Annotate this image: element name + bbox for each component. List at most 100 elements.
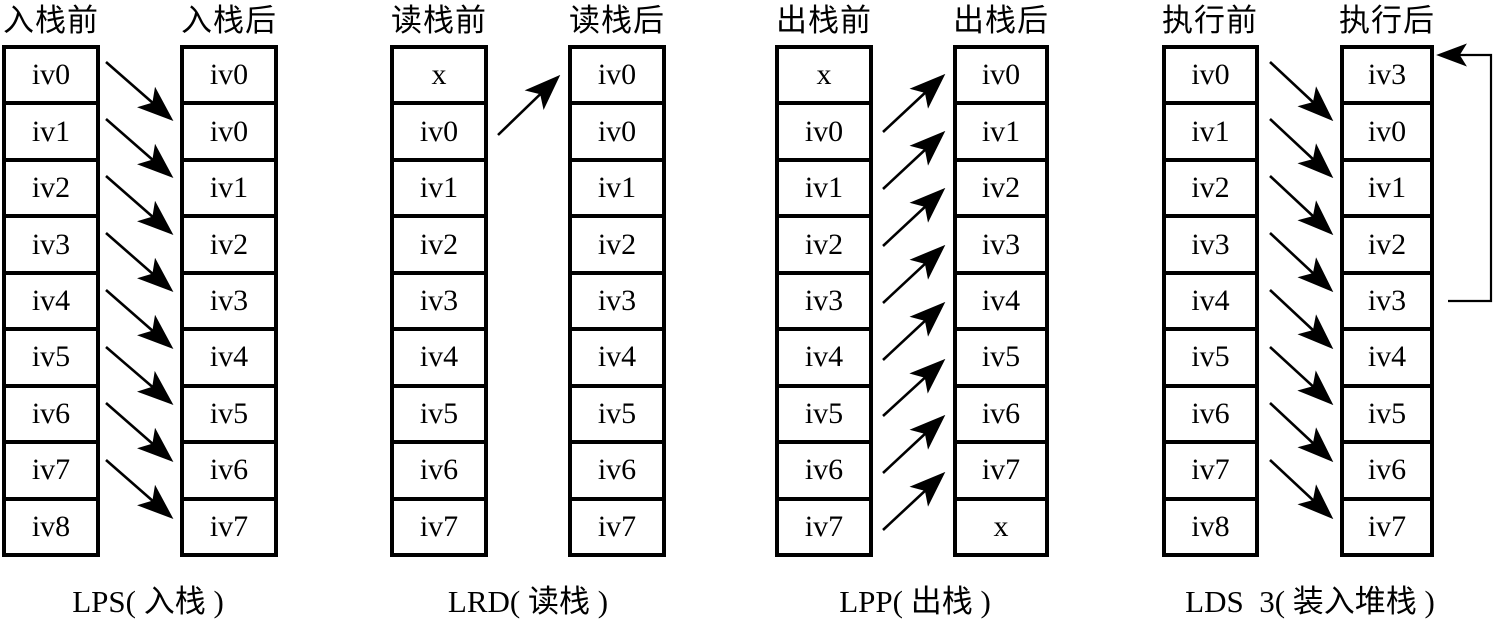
stack-cell: iv6: [1344, 444, 1430, 501]
load-arrow: [1269, 459, 1334, 520]
stack-cell: iv7: [6, 444, 96, 501]
stack-cell: iv4: [184, 331, 274, 388]
pop-arrow: [882, 358, 946, 417]
header-load-after: 执行后: [1339, 3, 1435, 38]
stack-cell: iv4: [6, 275, 96, 332]
load-arrow: [1269, 118, 1334, 179]
header-read-before: 读栈前: [391, 3, 487, 38]
stack-cell: iv5: [394, 388, 484, 445]
stack-cell: iv5: [1344, 388, 1430, 445]
stack-cell: iv2: [572, 218, 662, 275]
stack-cell: iv2: [6, 162, 96, 219]
pop-arrow: [882, 471, 946, 531]
stack-cell: iv2: [1344, 218, 1430, 275]
stack-column-pop-before: x iv0 iv1 iv2 iv3 iv4 iv5 iv6 iv7: [775, 45, 873, 557]
stack-cell: iv4: [1166, 275, 1255, 332]
stack-cell: iv5: [184, 388, 274, 445]
stack-cell: iv4: [779, 331, 869, 388]
stack-cell: iv7: [1367, 509, 1407, 543]
pop-arrow: [882, 244, 946, 304]
caption-push: LPS( 入栈 ): [72, 584, 224, 619]
stack-cell: iv2: [779, 218, 869, 275]
stack-cell: iv0: [572, 49, 662, 106]
push-arrow: [105, 459, 174, 519]
stack-cell: iv0: [572, 105, 662, 162]
stack-cell: iv2: [394, 218, 484, 275]
pop-arrow: [882, 414, 946, 474]
header-push-after: 入栈后: [181, 3, 277, 38]
stack-cell: iv3: [394, 275, 484, 332]
pop-arrow: [882, 73, 946, 133]
stack-cell: iv0: [1344, 105, 1430, 162]
stack-cell: x: [779, 49, 869, 106]
caption-read: LRD( 读栈 ): [447, 584, 609, 619]
stack-column-push-after: iv0 iv0 iv1 iv2 iv3 iv4 iv5 iv6 iv7: [180, 45, 278, 557]
stack-cell: iv3: [184, 275, 274, 332]
stack-column-pop-after: iv0 iv1 iv2 iv3 iv4 iv5 iv6 iv7 x: [953, 45, 1049, 557]
stack-cell: iv0: [6, 49, 96, 106]
stack-cell: iv1: [394, 162, 484, 219]
stack-cell: iv8: [31, 509, 71, 543]
header-read-after: 读栈后: [569, 3, 665, 38]
header-push-before: 入栈前: [3, 3, 99, 38]
stack-cell: iv6: [957, 388, 1045, 445]
stack-cell: iv0: [184, 105, 274, 162]
push-arrow: [105, 232, 174, 292]
stack-cell: iv0: [1166, 49, 1255, 106]
stack-cell: iv6: [572, 444, 662, 501]
stack-cell: iv2: [184, 218, 274, 275]
stack-cell: x: [394, 49, 484, 106]
stack-cell: iv6: [184, 444, 274, 501]
stack-cell: iv2: [957, 162, 1045, 219]
load-arrow: [1269, 346, 1334, 406]
header-pop-before: 出栈前: [776, 3, 872, 38]
stack-cell: iv0: [394, 105, 484, 162]
stack-cell: iv3: [1166, 218, 1255, 275]
stack-cell: iv1: [957, 105, 1045, 162]
stack-cell: iv1: [1344, 162, 1430, 219]
stack-cell: iv4: [957, 275, 1045, 332]
stack-cell: iv1: [572, 162, 662, 219]
stack-cell: iv5: [6, 331, 96, 388]
push-arrow: [105, 289, 174, 349]
stack-cell: iv4: [572, 331, 662, 388]
stack-column-push-before: iv0 iv1 iv2 iv3 iv4 iv5 iv6 iv7 iv8: [2, 45, 100, 557]
stack-column-load-before: iv0 iv1 iv2 iv3 iv4 iv5 iv6 iv7 iv8: [1162, 45, 1259, 557]
stack-cell: iv2: [1166, 162, 1255, 219]
load-arrow: [1269, 402, 1334, 463]
pop-arrow: [882, 301, 946, 361]
stack-cell: iv6: [394, 444, 484, 501]
stack-cell: iv0: [184, 49, 274, 106]
stack-column-read-before: x iv0 iv1 iv2 iv3 iv4 iv5 iv6 iv7: [390, 45, 488, 557]
push-arrow: [105, 118, 174, 178]
push-arrow: [105, 346, 174, 405]
stack-cell: iv3: [1344, 49, 1430, 106]
stack-cell: iv6: [1166, 388, 1255, 445]
stack-cell: iv5: [957, 331, 1045, 388]
stack-column-load-after: iv3 iv0 iv1 iv2 iv3 iv4 iv5 iv6 iv7: [1340, 45, 1434, 557]
stack-cell: iv6: [6, 388, 96, 445]
pop-arrow: [882, 187, 946, 247]
stack-cell: iv3: [1344, 275, 1430, 332]
pop-arrows: [882, 73, 946, 531]
stack-cell: iv1: [1166, 105, 1255, 162]
load-arrow: [1269, 289, 1334, 350]
stack-cell: iv7: [957, 444, 1045, 501]
stack-cell: iv3: [779, 275, 869, 332]
stack-cell: iv1: [184, 162, 274, 219]
push-arrow: [105, 61, 174, 121]
stack-cell: iv4: [394, 331, 484, 388]
push-arrows: [105, 61, 174, 519]
read-arrows: [497, 74, 561, 136]
stack-cell: iv7: [209, 509, 249, 543]
stack-cell: iv7: [419, 509, 459, 543]
stack-cell: iv0: [779, 105, 869, 162]
stack-cell: iv5: [779, 388, 869, 445]
stack-cell: iv7: [597, 509, 637, 543]
header-pop-after: 出栈后: [953, 3, 1049, 38]
pop-arrow: [882, 130, 946, 190]
load-arrow: [1269, 175, 1334, 236]
loop-connector: [1436, 43, 1493, 303]
push-arrow: [105, 402, 174, 462]
